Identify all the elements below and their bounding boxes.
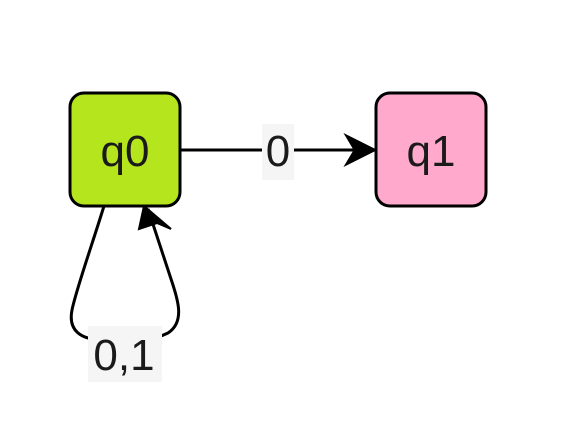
state-q0-box[interactable] bbox=[68, 91, 182, 208]
state-q1-box[interactable] bbox=[374, 91, 488, 208]
transition-q0-self-loop: 0,1 bbox=[69, 204, 181, 382]
transition-q0-q1: 0 bbox=[180, 124, 378, 180]
state-q1[interactable]: q1 bbox=[374, 91, 488, 208]
transition-q0-q1-label: 0 bbox=[266, 127, 290, 176]
state-q0-label: q0 bbox=[101, 127, 150, 176]
self-loop-label-bg bbox=[88, 326, 162, 382]
self-loop-arrowhead bbox=[137, 204, 172, 231]
state-q1-label: q1 bbox=[407, 127, 456, 176]
self-loop-label: 0,1 bbox=[93, 331, 154, 380]
state-q0[interactable]: q0 bbox=[68, 91, 182, 208]
transition-q0-q1-label-bg bbox=[262, 124, 294, 180]
